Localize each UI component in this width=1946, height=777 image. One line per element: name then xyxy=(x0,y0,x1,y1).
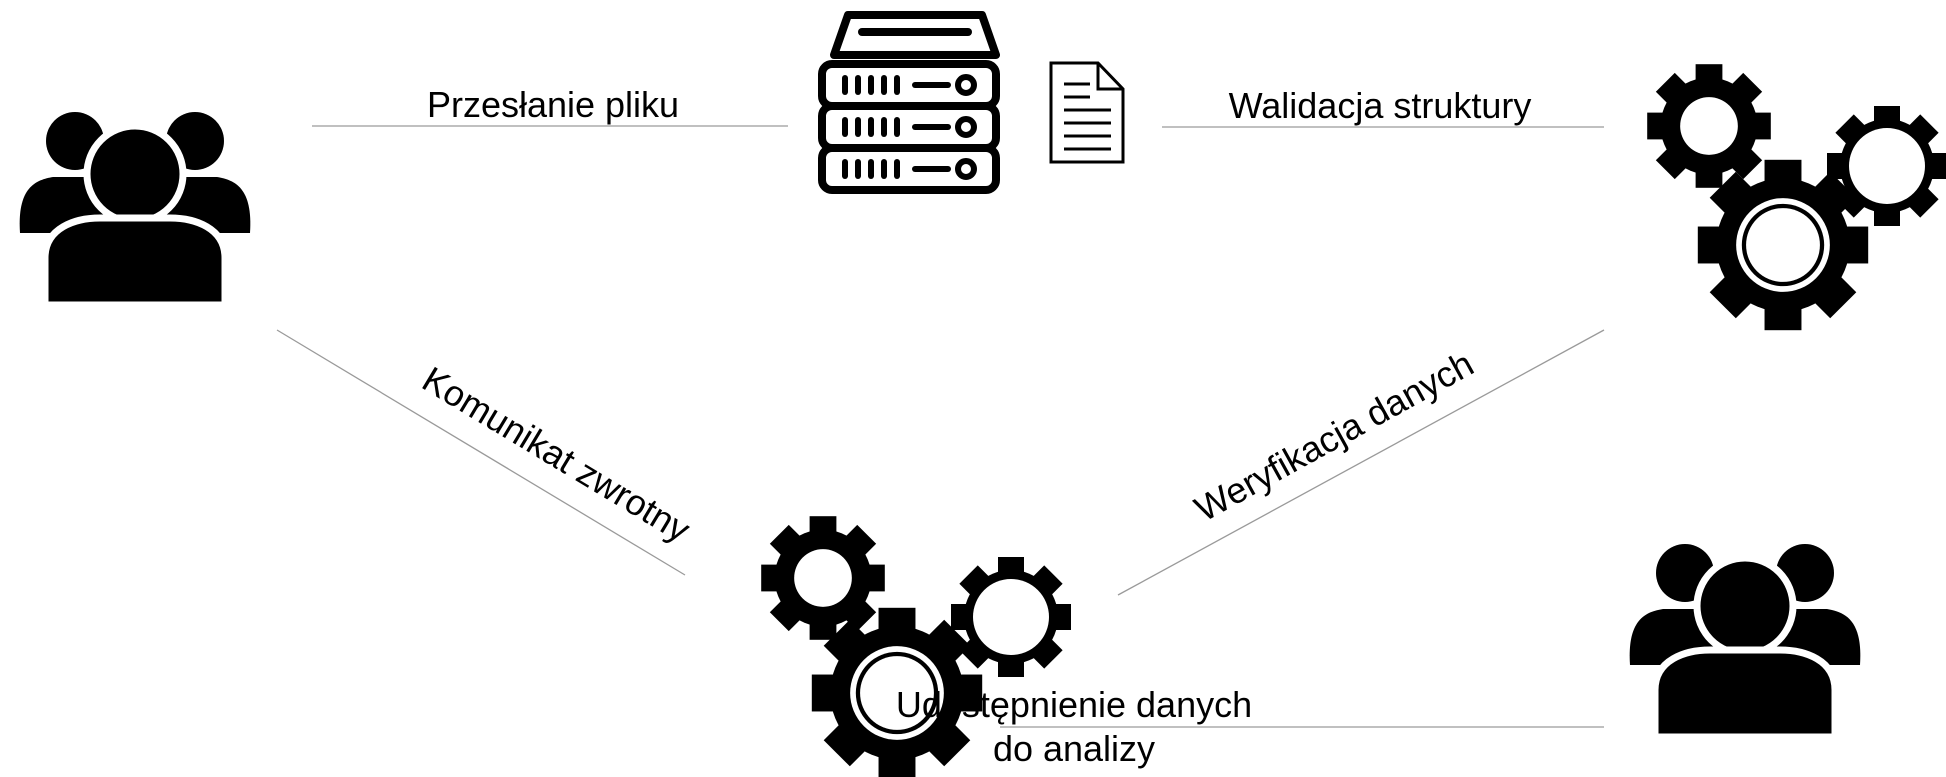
edge-label-feedback: Komunikat zwrotny xyxy=(416,358,698,550)
connectors xyxy=(276,125,1605,728)
edge-label-sharing-line2: do analizy xyxy=(993,728,1155,769)
server-icon xyxy=(818,11,1000,194)
connector-feedback xyxy=(276,329,686,576)
edge-label-upload: Przesłanie pliku xyxy=(427,84,679,125)
edge-label-sharing-line1: Udostępnienie danych xyxy=(896,684,1252,725)
users-group-icon xyxy=(20,112,251,305)
users-group-icon xyxy=(1630,544,1861,737)
document-icon xyxy=(1049,61,1125,164)
edge-label-validation: Walidacja struktury xyxy=(1229,85,1532,126)
gears-icon xyxy=(1647,64,1946,331)
connector-verification xyxy=(1117,329,1605,596)
edge-label-verification: Weryfikacja danych xyxy=(1188,343,1480,530)
